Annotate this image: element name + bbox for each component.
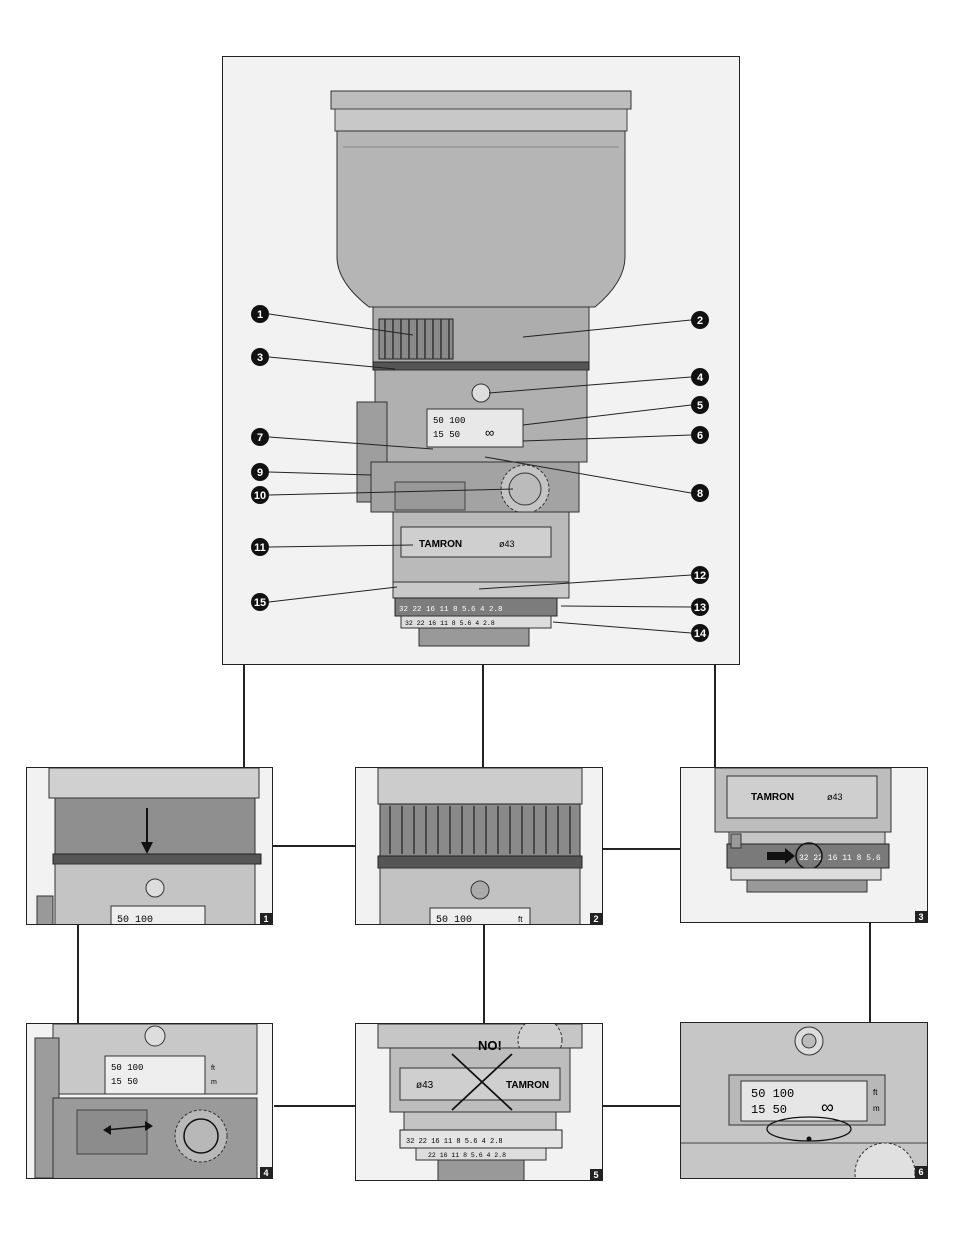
- connector-main-to-p3: [714, 664, 716, 768]
- connector-p4-to-p5: [274, 1105, 356, 1107]
- main-lens-illustration: 50 100 15 50 ∞ TAMRON ø43 32 22 16 11 8 …: [251, 90, 709, 647]
- main-infinity-mark: ∞: [485, 425, 494, 440]
- svg-text:15: 15: [254, 597, 266, 609]
- p3-number: 3: [918, 912, 923, 922]
- callout-2: 2: [691, 311, 709, 329]
- p1-scale: 50 100: [117, 915, 153, 925]
- p6-scale-m: 15 50: [751, 1103, 787, 1117]
- panel-2: 50 100 ft 2: [355, 767, 603, 925]
- p6-unit-ft: ft: [873, 1088, 878, 1097]
- connector-p2-to-p3: [602, 848, 682, 850]
- panel-1: 50 100 1: [26, 767, 273, 925]
- p1-number: 1: [263, 914, 268, 924]
- callout-12: 12: [691, 566, 709, 584]
- p4-unit-ft: ft: [211, 1065, 215, 1072]
- svg-text:4: 4: [697, 372, 704, 384]
- callout-14: 14: [691, 624, 709, 642]
- panel-3: TAMRON ø43 32 22 16 11 8 5.6 3: [680, 767, 928, 923]
- callout-3: 3: [251, 348, 269, 366]
- svg-text:10: 10: [254, 490, 266, 502]
- callout-1: 1: [251, 305, 269, 323]
- p6-infinity-mark: ∞: [821, 1097, 834, 1117]
- panel-5: ø43 TAMRON NO! 32 22 16 11 8 5.6 4 2.8 2…: [355, 1023, 603, 1181]
- main-brand-label: TAMRON: [419, 539, 462, 550]
- main-scale-m: 15 50: [433, 430, 460, 440]
- callout-13: 13: [691, 598, 709, 616]
- callout-11: 11: [251, 538, 269, 556]
- callout-5: 5: [691, 396, 709, 414]
- callout-9: 9: [251, 463, 269, 481]
- p5-sub-scale: 22 16 11 8 5.6 4 2.8: [428, 1152, 506, 1159]
- svg-text:8: 8: [697, 488, 703, 500]
- svg-text:14: 14: [694, 628, 707, 640]
- svg-text:9: 9: [257, 467, 263, 479]
- p3-aperture-scale: 32 22 16 11 8 5.6: [799, 854, 881, 863]
- p4-unit-m: m: [211, 1079, 217, 1086]
- main-sub-scale: 32 22 16 11 8 5.6 4 2.8: [405, 620, 495, 627]
- callout-4: 4: [691, 368, 709, 386]
- svg-text:7: 7: [257, 432, 263, 444]
- svg-text:2: 2: [697, 315, 703, 327]
- main-lens-figure: 50 100 15 50 ∞ TAMRON ø43 32 22 16 11 8 …: [222, 56, 740, 665]
- p5-brand-right: TAMRON: [506, 1080, 549, 1091]
- svg-text:1: 1: [257, 309, 263, 321]
- connector-main-to-p1: [243, 664, 245, 768]
- svg-text:11: 11: [254, 542, 266, 554]
- callout-10: 10: [251, 486, 269, 504]
- connector-p1-to-p4: [77, 924, 79, 1024]
- panel-4: 50 100 15 50 ft m 4: [26, 1023, 273, 1179]
- p5-brand-left: ø43: [416, 1080, 434, 1091]
- connector-p5-to-p6: [602, 1105, 682, 1107]
- connector-main-to-p2: [482, 664, 484, 768]
- p6-number: 6: [918, 1167, 923, 1177]
- p5-warning: NO!: [478, 1038, 502, 1053]
- p6-unit-m: m: [873, 1104, 880, 1113]
- p5-aperture-scale: 32 22 16 11 8 5.6 4 2.8: [406, 1138, 503, 1146]
- svg-text:13: 13: [694, 602, 706, 614]
- callout-8: 8: [691, 484, 709, 502]
- connector-p3-to-p6: [869, 922, 871, 1022]
- p3-filter-size: ø43: [827, 792, 843, 802]
- callout-6: 6: [691, 426, 709, 444]
- p2-number: 2: [593, 914, 598, 924]
- p6-scale-ft: 50 100: [751, 1087, 794, 1101]
- main-filter-size: ø43: [499, 539, 515, 549]
- p5-number: 5: [593, 1170, 598, 1180]
- p2-scale: 50 100: [436, 915, 472, 925]
- panel-6: 50 100 15 50 ft m ∞ 6: [680, 1022, 928, 1179]
- svg-text:5: 5: [697, 400, 703, 412]
- p3-brand: TAMRON: [751, 792, 794, 803]
- svg-text:12: 12: [694, 570, 706, 582]
- p4-number: 4: [263, 1168, 268, 1178]
- svg-text:6: 6: [697, 430, 703, 442]
- connector-p1-to-p2: [272, 845, 356, 847]
- main-aperture-scale: 32 22 16 11 8 5.6 4 2.8: [399, 606, 503, 614]
- p4-scale-m: 15 50: [111, 1077, 138, 1087]
- main-scale-ft: 50 100: [433, 416, 465, 426]
- p2-unit: ft: [518, 915, 523, 924]
- callout-7: 7: [251, 428, 269, 446]
- connector-p2-to-p5: [483, 924, 485, 1024]
- svg-text:3: 3: [257, 352, 263, 364]
- p4-scale-ft: 50 100: [111, 1063, 143, 1073]
- callout-15: 15: [251, 593, 269, 611]
